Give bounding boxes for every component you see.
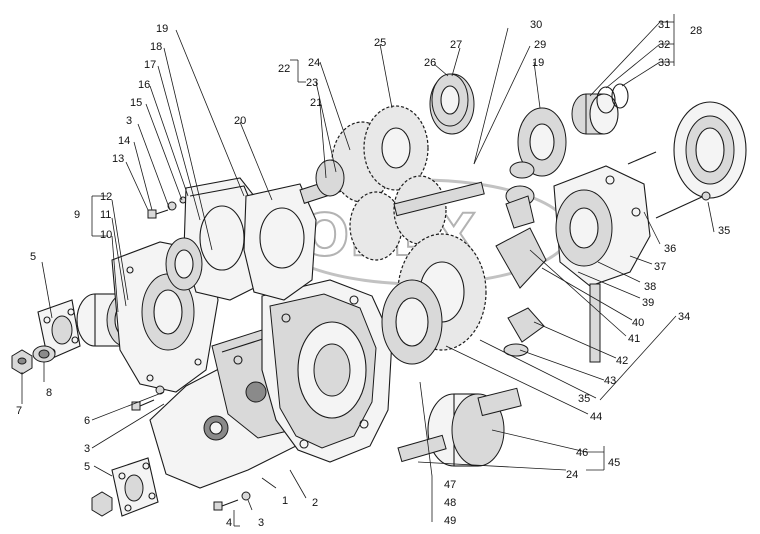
part-label-8: 8 (46, 387, 52, 399)
part-label-19: 19 (156, 23, 168, 35)
part-label-43: 43 (604, 375, 616, 387)
part-label-49: 49 (444, 515, 456, 527)
center-bearing (381, 279, 443, 365)
part-label-36: 36 (664, 243, 676, 255)
part-label-48: 48 (444, 497, 456, 509)
part-label-42: 42 (616, 355, 628, 367)
part-label-31: 31 (658, 19, 670, 31)
part-label-34: 34 (678, 311, 690, 323)
part-label-5: 5 (84, 461, 90, 473)
part-label-35: 35 (718, 225, 730, 237)
part-label-17: 17 (144, 59, 156, 71)
leader-lines (21, 14, 715, 527)
seal-34 (673, 101, 747, 199)
part-label-7: 7 (16, 405, 22, 417)
part-label-18: 18 (150, 41, 162, 53)
part-label-23: 23 (306, 77, 318, 89)
rings-32-33 (596, 83, 629, 114)
part-label-5: 5 (30, 251, 36, 263)
part-label-22: 22 (278, 63, 290, 75)
part-label-19: 19 (532, 57, 544, 69)
part-label-24: 24 (566, 469, 578, 481)
part-label-21: 21 (310, 97, 322, 109)
bolts-13-16 (147, 196, 187, 219)
bearing-19-right (517, 107, 567, 177)
part-label-15: 15 (130, 97, 142, 109)
part-label-40: 40 (632, 317, 644, 329)
part-label-10: 10 (100, 229, 112, 241)
part-label-33: 33 (658, 57, 670, 69)
intermediate-gears (349, 175, 487, 351)
part-label-2: 2 (312, 497, 318, 509)
part-label-44: 44 (590, 411, 602, 423)
nut-8 (32, 345, 56, 363)
bevel-gears (495, 161, 547, 357)
part-label-26: 26 (424, 57, 436, 69)
part-label-25: 25 (374, 37, 386, 49)
part-label-3: 3 (84, 443, 90, 455)
part-label-13: 13 (112, 153, 124, 165)
sleeve-31 (571, 93, 619, 135)
part-label-30: 30 (530, 19, 542, 31)
part-label-9: 9 (74, 209, 80, 221)
diff-housing (553, 151, 711, 287)
flange-left-upper (37, 299, 81, 361)
part-label-38: 38 (644, 281, 656, 293)
part-label-20: 20 (234, 115, 246, 127)
part-label-46: 46 (576, 447, 588, 459)
part-label-24: 24 (308, 57, 320, 69)
part-label-37: 37 (654, 261, 666, 273)
part-label-29: 29 (534, 39, 546, 51)
part-label-3: 3 (258, 517, 264, 529)
bearing-26-27 (431, 73, 469, 127)
part-label-47: 47 (444, 479, 456, 491)
part-label-1: 1 (282, 495, 288, 507)
part-label-39: 39 (642, 297, 654, 309)
part-label-11: 11 (100, 209, 111, 221)
main-housing (261, 279, 393, 463)
part-label-12: 12 (100, 191, 112, 203)
part-label-41: 41 (628, 333, 640, 345)
bearing-left (165, 237, 203, 291)
nut-7 (11, 349, 33, 375)
output-shaft (397, 387, 522, 467)
part-label-6: 6 (84, 415, 90, 427)
part-label-27: 27 (450, 39, 462, 51)
part-label-35: 35 (578, 393, 590, 405)
part-label-45: 45 (608, 457, 620, 469)
flange-left-lower (91, 457, 159, 517)
part-label-16: 16 (138, 79, 150, 91)
part-label-32: 32 (658, 39, 670, 51)
bolts-lower (131, 385, 251, 511)
part-label-3: 3 (126, 115, 132, 127)
part-label-14: 14 (118, 135, 130, 147)
part-label-4: 4 (226, 517, 232, 529)
part-label-28: 28 (690, 25, 702, 37)
pin-40 (589, 283, 601, 363)
